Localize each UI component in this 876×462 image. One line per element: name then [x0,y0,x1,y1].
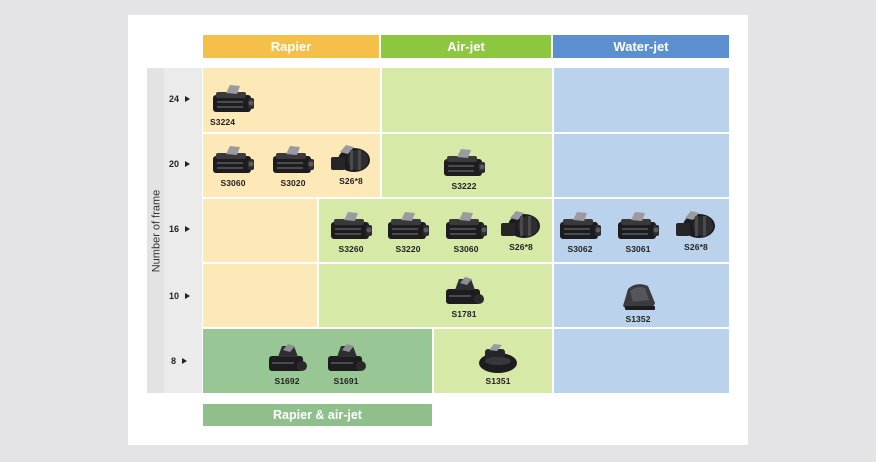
machine-s3060[interactable]: S3060 [208,142,258,194]
machine-label: S3060 [453,244,479,254]
zone-divider [552,68,554,393]
cam-motion-icon [328,344,366,371]
row-label-16: 16 [169,224,191,234]
axis-title-wrap: Number of frame [90,190,222,273]
machine-s3062[interactable]: S3062 [555,208,605,260]
machine-s26-8[interactable]: S26*8 [326,140,376,192]
dobby-machine-icon [213,146,254,173]
arrow-right-icon [185,161,191,167]
machine-s3222[interactable]: S3222 [439,145,489,197]
cam-motion-icon [446,277,484,304]
machine-label: S1351 [485,376,511,386]
dobby-machine-icon [331,145,370,172]
machine-s3260[interactable]: S3260 [326,208,376,260]
machine-label: S26*8 [509,242,533,252]
machine-label: S1691 [333,376,359,386]
header-rapier: Rapier [203,35,379,58]
arrow-right-icon [182,358,188,364]
machine-s1692[interactable]: S1692 [262,340,312,392]
machine-s1351[interactable]: S1351 [473,340,523,392]
machine-s3060-16[interactable]: S3060 [441,208,491,260]
machine-label: S3062 [567,244,593,254]
zone-rapier-airjet [203,328,432,393]
dobby-machine-icon [444,149,485,176]
machine-label: S3061 [625,244,651,254]
dobby-machine-icon [213,85,254,112]
row-label-text: 24 [169,94,180,104]
machine-label: S1781 [451,309,477,319]
row-label-20: 20 [169,159,191,169]
machine-label: S3224 [210,117,236,127]
row-divider [203,197,729,199]
machine-label: S26*8 [684,242,708,252]
dobby-machine-icon [501,211,540,238]
dobby-machine-icon [676,211,715,238]
machine-label: S3220 [395,244,421,254]
machine-s26-8-waterjet[interactable]: S26*8 [671,206,721,258]
row-label-text: 10 [169,291,180,301]
label-rapier-airjet: Rapier & air-jet [203,404,432,426]
machine-s3224[interactable]: S3224 [208,81,258,133]
arrow-right-icon [185,293,191,299]
machine-label: S3060 [220,178,246,188]
row-label-text: 16 [169,224,180,234]
header-waterjet: Water-jet [553,35,729,58]
machine-s26-8-airjet[interactable]: S26*8 [496,206,546,258]
header-airjet: Air-jet [381,35,551,58]
row-label-text: 8 [171,356,177,366]
dobby-machine-icon [618,212,659,239]
machine-label: S3222 [451,181,477,191]
machine-s3220[interactable]: S3220 [383,208,433,260]
machine-s1352[interactable]: S1352 [613,278,663,330]
axis-label-column [164,68,202,393]
machine-label: S3260 [338,244,364,254]
zone-divider [317,198,319,328]
dobby-machine-icon [446,212,487,239]
cam-round-icon [479,344,517,373]
dobby-machine-icon [273,146,314,173]
dobby-machine-icon [331,212,372,239]
row-divider [203,327,729,329]
zone-divider [380,68,382,198]
cam-cover-icon [623,284,655,310]
machine-s3020[interactable]: S3020 [268,142,318,194]
machine-s1781[interactable]: S1781 [439,273,489,325]
axis-title: Number of frame [150,189,162,273]
dobby-machine-icon [560,212,601,239]
chart-card: Rapier Air-jet Water-jet Number of frame… [128,15,748,445]
dobby-machine-icon [388,212,429,239]
row-divider [203,132,729,134]
machine-label: S26*8 [339,176,363,186]
row-label-8: 8 [171,356,188,366]
axis-title-column [147,68,164,393]
machine-s3061[interactable]: S3061 [613,208,663,260]
machine-label: S1692 [274,376,300,386]
machine-label: S1352 [625,314,651,324]
arrow-right-icon [185,226,191,232]
row-label-10: 10 [169,291,191,301]
zone-divider [432,328,434,393]
arrow-right-icon [185,96,191,102]
row-label-24: 24 [169,94,191,104]
row-label-text: 20 [169,159,180,169]
row-divider [203,262,729,264]
machine-label: S3020 [280,178,306,188]
cam-motion-icon [269,344,307,371]
machine-s1691[interactable]: S1691 [321,340,371,392]
